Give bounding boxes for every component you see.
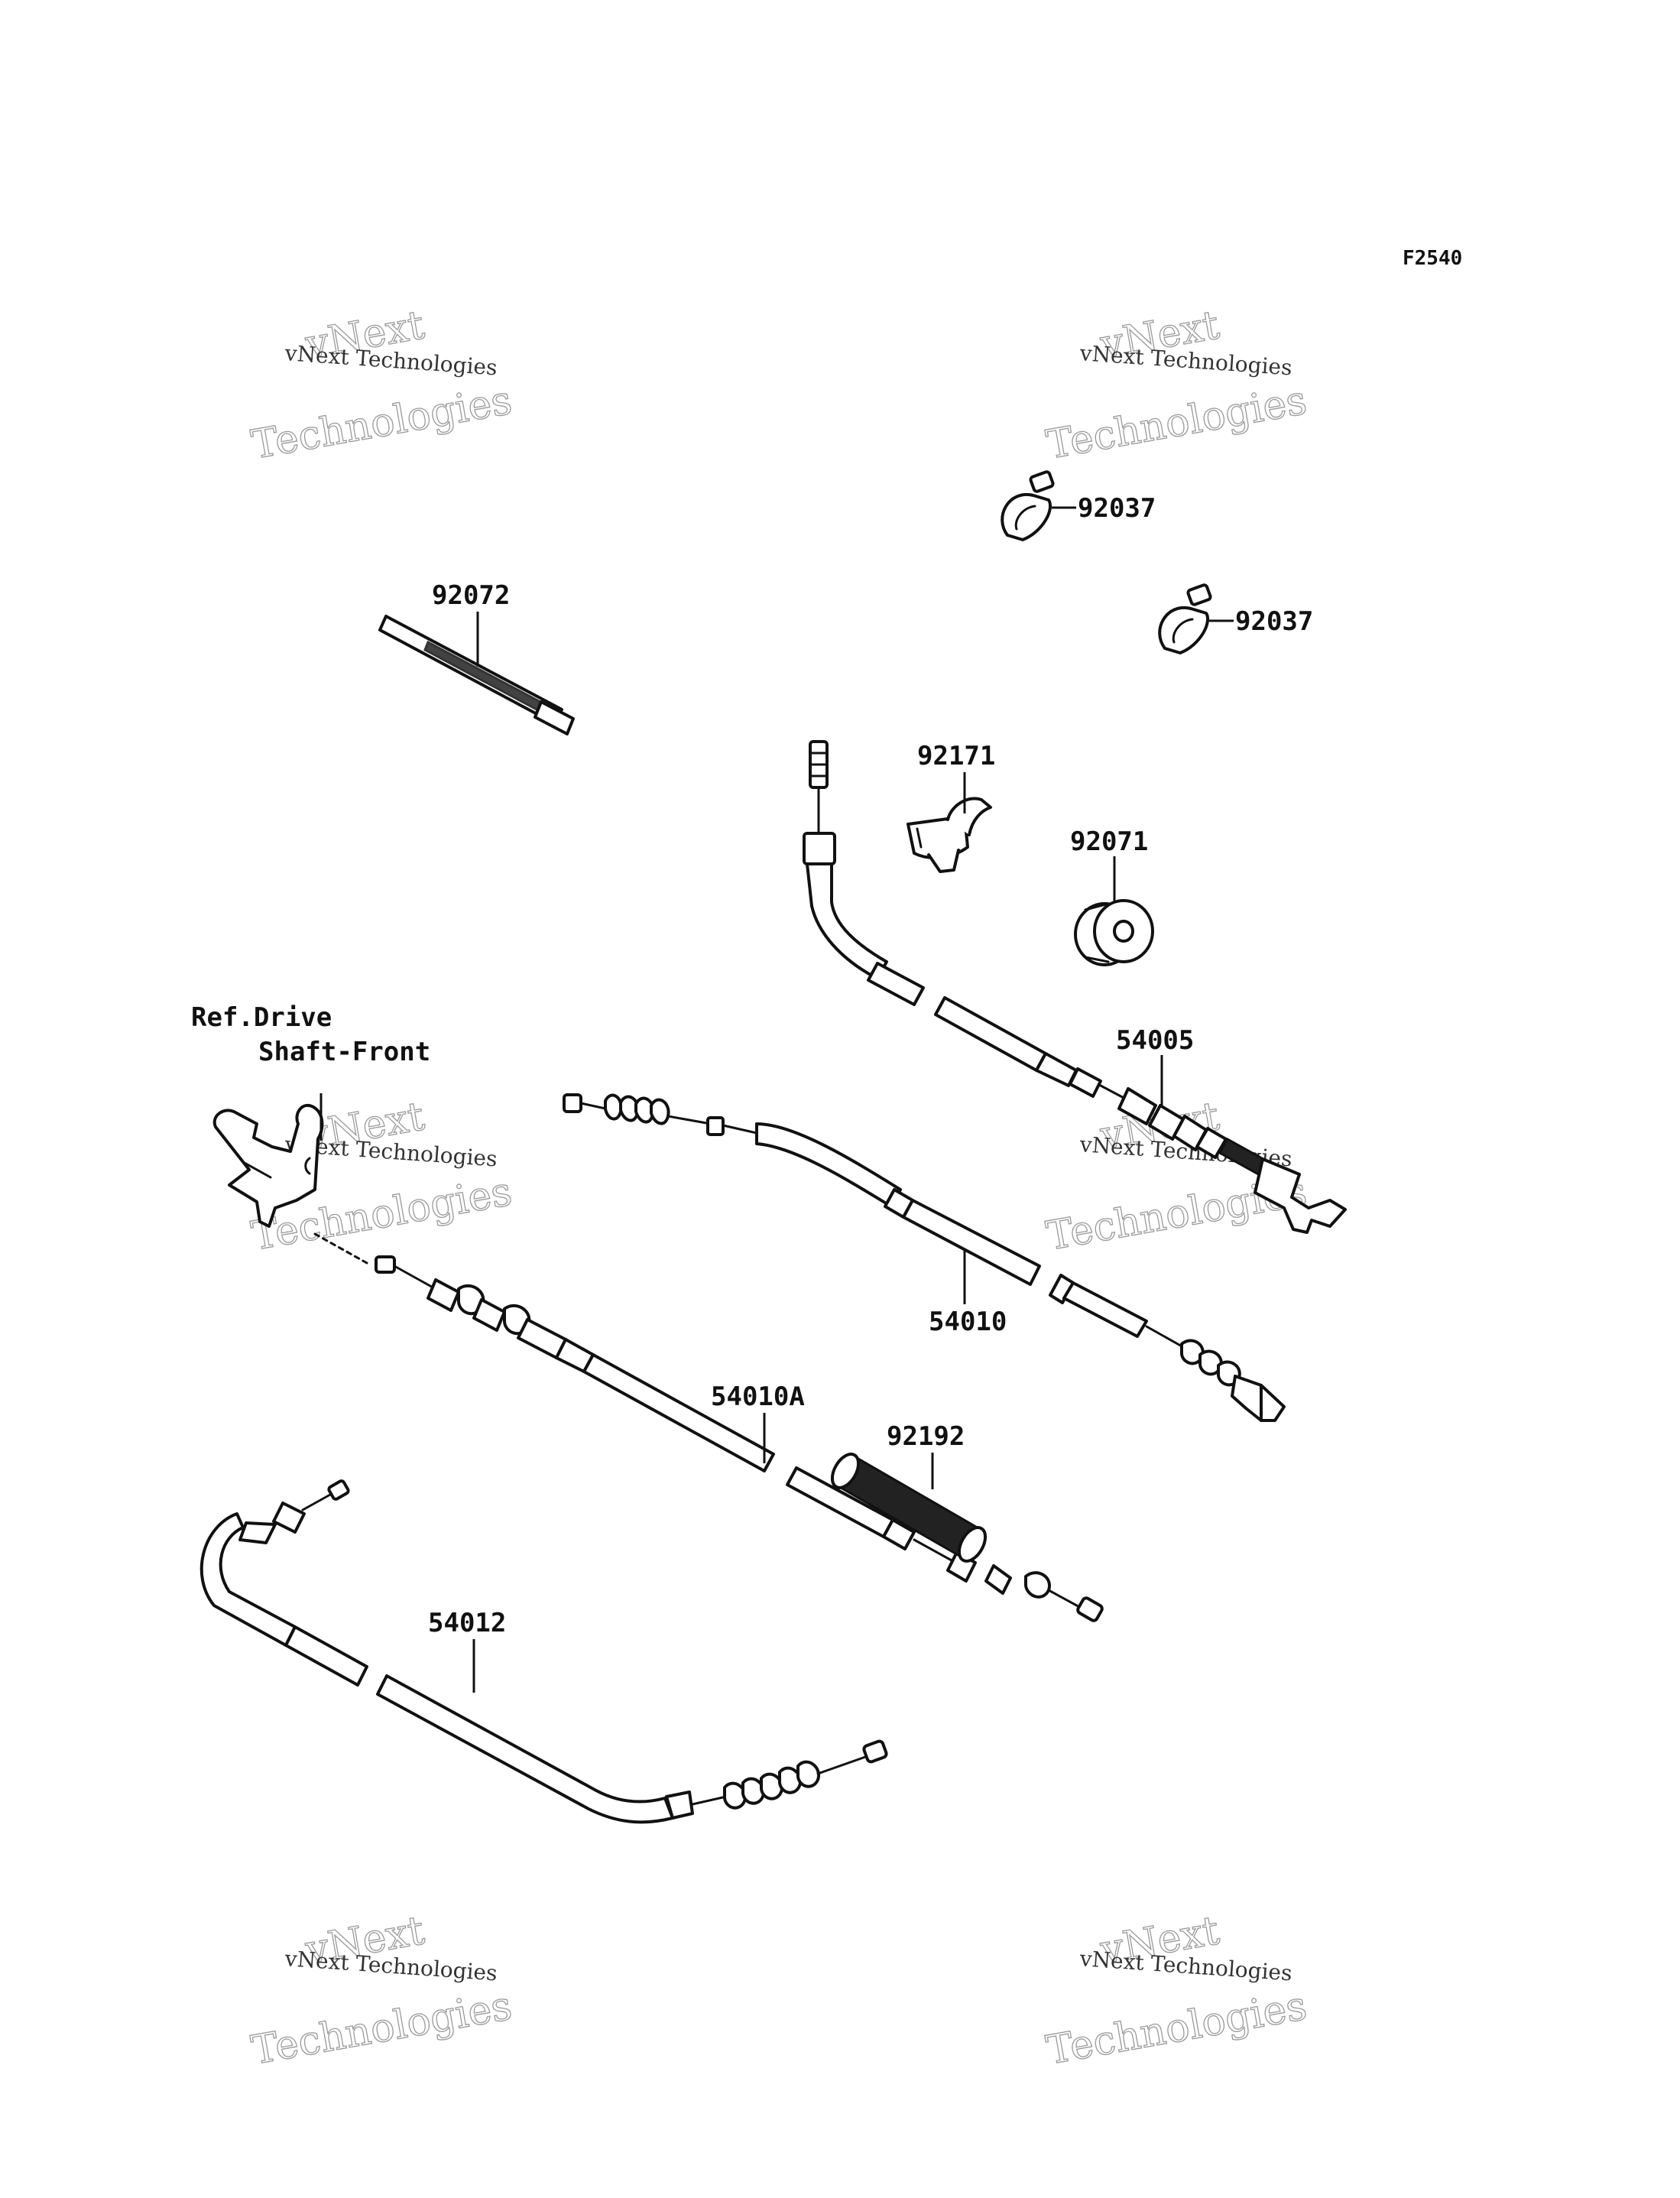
part-label-54012: 54012 — [428, 1608, 506, 1638]
part-92071-grommet: 92071 — [1070, 826, 1154, 966]
watermark-bottom-left: vNext vNext Technologies Technologies — [248, 1907, 516, 2075]
watermark-word: Technologies — [1043, 1983, 1310, 2074]
figure-code: F2540 — [1403, 247, 1462, 270]
part-54010-cable: 54010 — [563, 1093, 1286, 1422]
part-label-92037-upper: 92037 — [1078, 493, 1156, 524]
part-54012-cable: 54012 — [199, 1479, 888, 1824]
part-label-92071: 92071 — [1070, 826, 1148, 857]
watermark-top-right: vNext vNext Technologies Technologies — [1043, 302, 1311, 469]
watermark-word: Technologies — [248, 378, 515, 469]
part-label-92072: 92072 — [432, 580, 510, 611]
reference-label-line1: Ref.Drive — [191, 1002, 332, 1033]
part-label-54010A: 54010A — [711, 1381, 805, 1412]
part-label-92037-lower: 92037 — [1235, 606, 1313, 637]
part-92192-tube: 92192 — [830, 1421, 988, 1563]
watermark-word: Technologies — [248, 1983, 515, 2074]
part-92037-clamp-lower: 92037 — [1158, 583, 1313, 654]
watermark-word: Technologies — [1043, 378, 1310, 469]
part-label-92171: 92171 — [917, 741, 995, 771]
reference-label-line2: Shaft-Front — [258, 1037, 430, 1067]
watermark-bottom-right: vNext vNext Technologies Technologies — [1043, 1907, 1311, 2075]
part-92037-clamp-upper: 92037 — [1001, 470, 1156, 541]
watermark-top-left: vNext vNext Technologies Technologies — [248, 302, 516, 469]
part-54005-cable: 54005 — [803, 740, 1347, 1234]
reference-bracket: Ref.Drive Shaft-Front — [191, 1002, 430, 1228]
part-label-54010: 54010 — [929, 1307, 1007, 1337]
part-54010A-cable: 54010A — [313, 1232, 1104, 1622]
part-label-54005: 54005 — [1116, 1025, 1194, 1056]
part-92072-cable-tie: 92072 — [378, 580, 575, 735]
part-92171-holder: 92171 — [906, 741, 995, 873]
part-label-92192: 92192 — [887, 1421, 965, 1452]
